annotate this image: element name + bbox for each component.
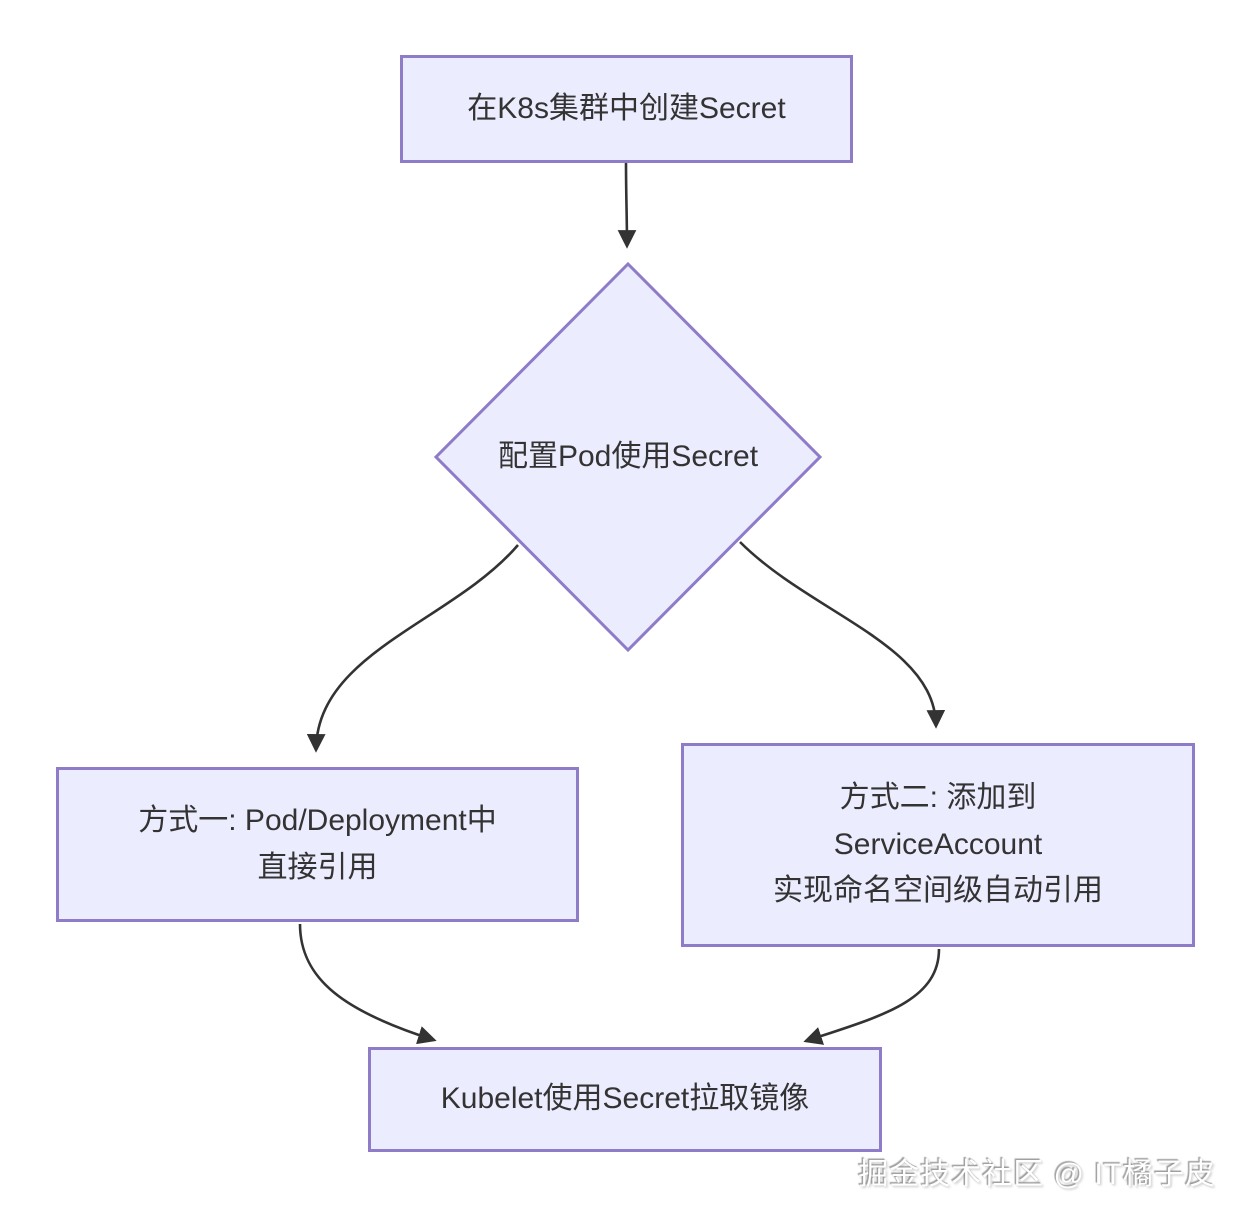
node-create-secret: 在K8s集群中创建Secret bbox=[400, 55, 853, 163]
node-configure-pod: 配置Pod使用Secret bbox=[468, 422, 788, 492]
node-method-two-label: 方式二: 添加到 ServiceAccount 实现命名空间级自动引用 bbox=[773, 781, 1103, 908]
node-method-one: 方式一: Pod/Deployment中 直接引用 bbox=[56, 767, 579, 922]
decision-diamond-shape bbox=[433, 261, 823, 653]
node-method-two: 方式二: 添加到 ServiceAccount 实现命名空间级自动引用 bbox=[681, 743, 1195, 947]
edge-method-two-to-kubelet bbox=[803, 948, 941, 1045]
node-create-secret-label: 在K8s集群中创建Secret bbox=[467, 91, 786, 125]
edge-method-one-to-kubelet bbox=[298, 923, 437, 1045]
node-configure-pod-label: 配置Pod使用Secret bbox=[497, 439, 759, 473]
node-kubelet-pull: Kubelet使用Secret拉取镜像 bbox=[368, 1047, 882, 1152]
watermark: 掘金技术社区 @ IT橘子皮 bbox=[858, 1158, 1216, 1191]
node-method-one-label: 方式一: Pod/Deployment中 直接引用 bbox=[138, 804, 497, 884]
edge-create-to-configure bbox=[617, 162, 637, 249]
node-kubelet-pull-label: Kubelet使用Secret拉取镜像 bbox=[440, 1082, 810, 1116]
edge-configure-to-method-two bbox=[739, 541, 946, 729]
edge-configure-to-method-one bbox=[306, 544, 519, 753]
